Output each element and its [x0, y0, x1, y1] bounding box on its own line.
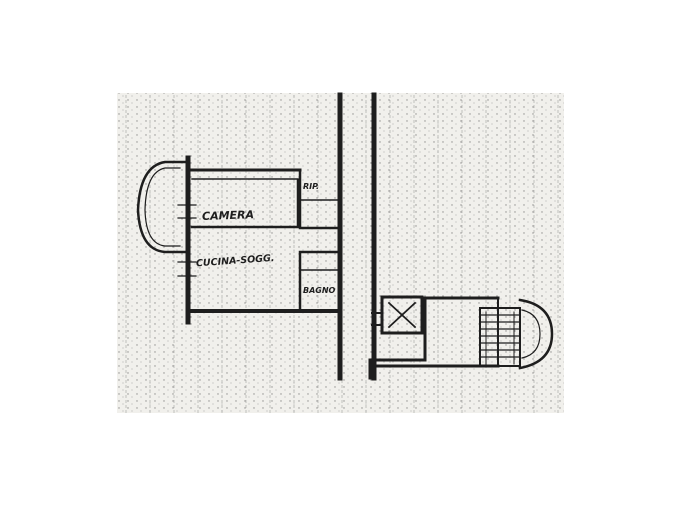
room-label-bath: BAGNO: [303, 286, 336, 295]
bath-box: [298, 250, 342, 313]
elevator-shaft: [380, 295, 424, 335]
stair-treads: [479, 314, 521, 358]
stair-curved-wall-inner: [521, 309, 541, 359]
room-label-kitchen: CUCINA-SOGG.: [196, 253, 275, 269]
stair-rail: [485, 311, 515, 365]
bay-window: [136, 160, 190, 254]
staircase: [479, 307, 521, 367]
room-label-bedroom: CAMERA: [202, 208, 254, 223]
closet-box: [298, 168, 342, 230]
bedroom-partition: [190, 178, 300, 229]
door-swing-1: [177, 204, 197, 219]
bay-window-inner: [144, 167, 181, 247]
room-label-closet: RIP.: [303, 182, 319, 191]
elevator-door: [371, 312, 383, 326]
elevator-cross: [387, 301, 417, 329]
door-swing-2: [177, 261, 197, 277]
stair-curved-wall: [518, 298, 554, 370]
